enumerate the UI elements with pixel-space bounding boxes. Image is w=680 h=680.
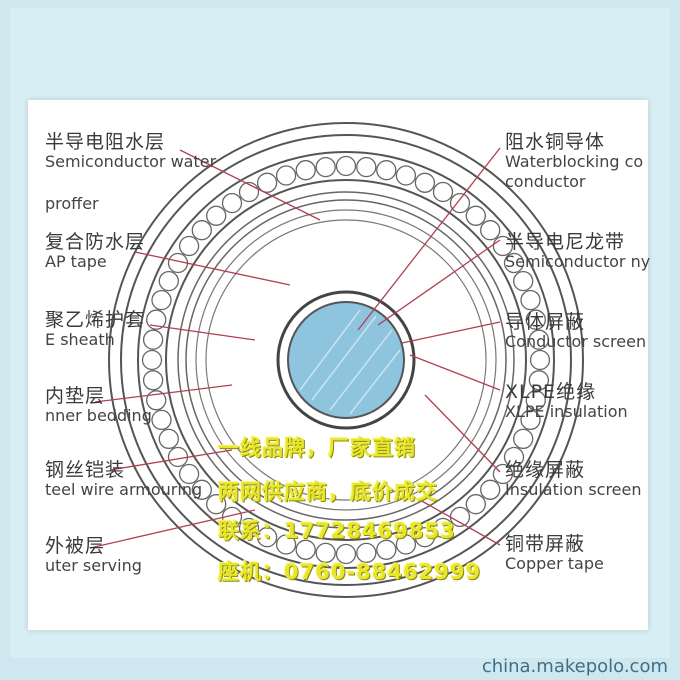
armour-wire (158, 428, 179, 450)
armour-wire (528, 370, 550, 391)
label-semiconductor-water: 半导电阻水层 Semiconductor water (45, 131, 217, 171)
armour-wire (206, 494, 227, 515)
label-pe-sheath: 聚乙烯护套 E sheath (45, 309, 146, 349)
label-semiconductor-nylon: 半导电尼龙带 Semiconductor ny (505, 231, 651, 271)
armour-wire (525, 390, 546, 411)
promo-line-1: 一线品牌，厂家直销 (218, 436, 416, 460)
armour-wire (178, 235, 200, 257)
armour-wire (520, 409, 541, 431)
conductor-hatching (299, 309, 401, 415)
armour-wire (529, 349, 551, 371)
armour-wire (525, 309, 546, 330)
armour-wire (256, 172, 278, 193)
armour-wire (295, 160, 316, 181)
armour-wire (480, 220, 501, 241)
armour-wire (528, 329, 550, 350)
armour-wire (315, 156, 336, 178)
armour-wire (414, 172, 436, 193)
armour-wire (513, 428, 534, 450)
armour-wire (315, 542, 336, 564)
armour-wire (295, 539, 316, 560)
armour-wire (432, 517, 454, 539)
armour-wire (335, 155, 357, 177)
armour-wire (142, 329, 164, 350)
armour-wire (376, 160, 397, 181)
label-inner-bedding: 内垫层 nner bedding (45, 385, 152, 425)
label-copper-tape: 铜带屏蔽 Copper tape (505, 533, 604, 573)
promo-line-2: 两网供应商，底价成交 (218, 480, 438, 504)
armour-wire (238, 517, 260, 539)
label-xlpe-insulation: XLPE绝缘 XLPE insulation (505, 381, 628, 421)
armour-wire (376, 539, 397, 560)
armour-wire (395, 165, 417, 186)
armour-wire (503, 252, 525, 274)
armour-wire (151, 409, 172, 431)
armour-wire (414, 527, 436, 548)
armour-wire (503, 446, 525, 468)
armour-wire (465, 205, 486, 226)
armour-wire (151, 289, 172, 311)
label-conductor-screen: 导体屏蔽 Conductor screen (505, 311, 647, 351)
armour-wire (238, 181, 260, 203)
armour-wire (206, 205, 227, 226)
armour-wire (142, 370, 164, 391)
armour-wire (141, 349, 163, 371)
copper-tape-ring (177, 191, 515, 529)
armour-wire (256, 527, 278, 548)
armour-wire (275, 534, 297, 555)
armour-wire (465, 494, 486, 515)
armour-wire (513, 270, 534, 292)
armour-wire (356, 156, 377, 178)
insulation-screen-ring (195, 209, 497, 511)
label-insulation-screen: 绝缘屏蔽 Insulation screen (505, 459, 642, 499)
leader-lines (89, 147, 501, 549)
conductor-core (287, 301, 405, 419)
armour-wire (178, 463, 200, 485)
label-steel-wire-armouring: 钢丝铠装 teel wire armouring (45, 459, 203, 499)
label-proffer: proffer (45, 194, 99, 213)
armour-wire (356, 542, 377, 564)
semi-water-ring (185, 199, 507, 521)
armour-wire (275, 165, 297, 186)
armour-wire (520, 289, 541, 311)
armour-wire (146, 309, 167, 330)
label-waterblocking-conductor: 阻水铜导体 Waterblocking co conductor (505, 131, 644, 191)
armour-wire (221, 192, 243, 214)
armour-wire (395, 534, 417, 555)
label-ap-tape: 复合防水层 AP tape (45, 231, 146, 271)
armour-wire (432, 181, 454, 203)
promo-line-3: 联系：17728469853 (218, 519, 456, 543)
promo-line-4: 座机：0760-88462999 (218, 560, 482, 584)
armour-wire (158, 270, 179, 292)
label-outer-serving: 外被层 uter serving (45, 535, 142, 575)
armour-wire (191, 479, 212, 500)
watermark: china.makepolo.com (481, 656, 668, 677)
armour-wire (191, 220, 212, 241)
armour-wire (480, 479, 501, 500)
armour-wire (449, 192, 471, 214)
armour-wire (335, 543, 357, 565)
